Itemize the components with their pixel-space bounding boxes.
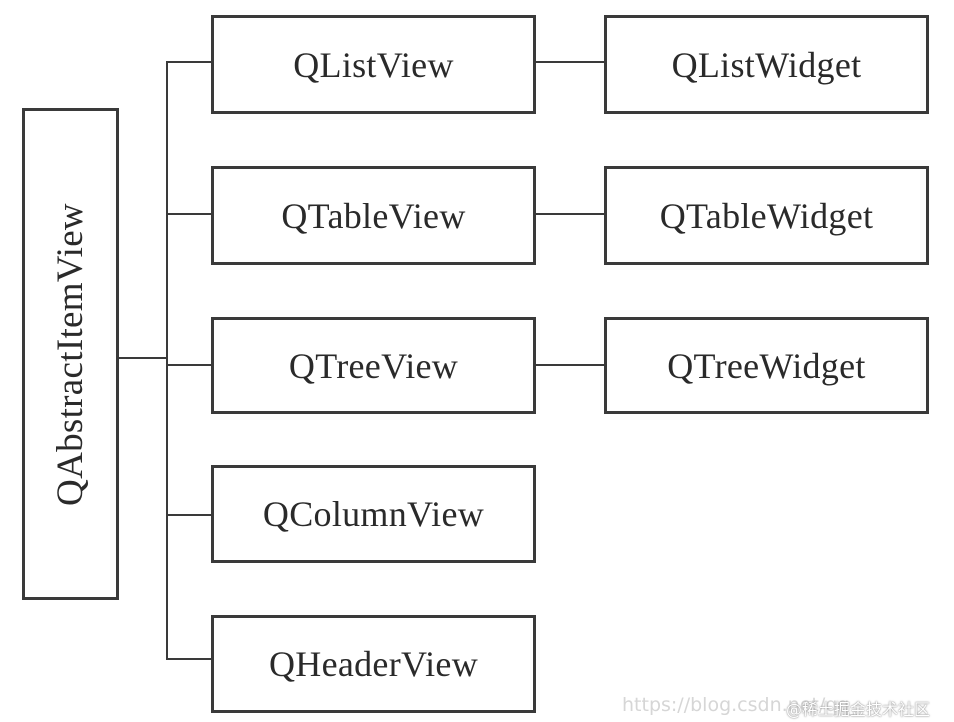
node-qlistview: QListView xyxy=(211,15,536,114)
node-label: QTableWidget xyxy=(659,195,874,236)
node-label: QTableView xyxy=(281,195,466,236)
node-qtreewidget: QTreeWidget xyxy=(604,317,929,414)
node-qabstractitemview: QAbstractItemView xyxy=(22,108,119,600)
connector-to-qheaderview xyxy=(166,658,212,660)
node-label: QTreeWidget xyxy=(667,345,866,386)
node-label: QListWidget xyxy=(671,44,862,85)
connector-qtableview-to-qtablewidget xyxy=(534,213,606,215)
node-label: QColumnView xyxy=(262,494,485,534)
connector-to-qlistview xyxy=(166,61,212,63)
node-qcolumnview: QColumnView xyxy=(211,465,536,563)
watermark-badge: @稀土掘金技术社区 xyxy=(786,700,931,719)
node-label: QHeaderView xyxy=(268,644,479,684)
node-label: QAbstractItemView xyxy=(50,202,92,506)
connector-to-qtableview xyxy=(166,213,212,215)
node-qtablewidget: QTableWidget xyxy=(604,166,929,265)
connector-qtreeview-to-qtreewidget xyxy=(534,364,606,366)
connector-to-qcolumnview xyxy=(166,514,212,516)
node-label: QTreeView xyxy=(288,345,459,386)
connector-to-qtreeview xyxy=(166,364,212,366)
connector-spine xyxy=(166,61,168,659)
connector-root-to-spine xyxy=(119,357,167,359)
node-qheaderview: QHeaderView xyxy=(211,615,536,713)
node-qtableview: QTableView xyxy=(211,166,536,265)
watermark-url: https://blog.csdn.net/qq_ xyxy=(622,694,859,716)
connector-qlistview-to-qlistwidget xyxy=(534,61,606,63)
node-qtreeview: QTreeView xyxy=(211,317,536,414)
node-qlistwidget: QListWidget xyxy=(604,15,929,114)
node-label: QListView xyxy=(293,44,454,85)
